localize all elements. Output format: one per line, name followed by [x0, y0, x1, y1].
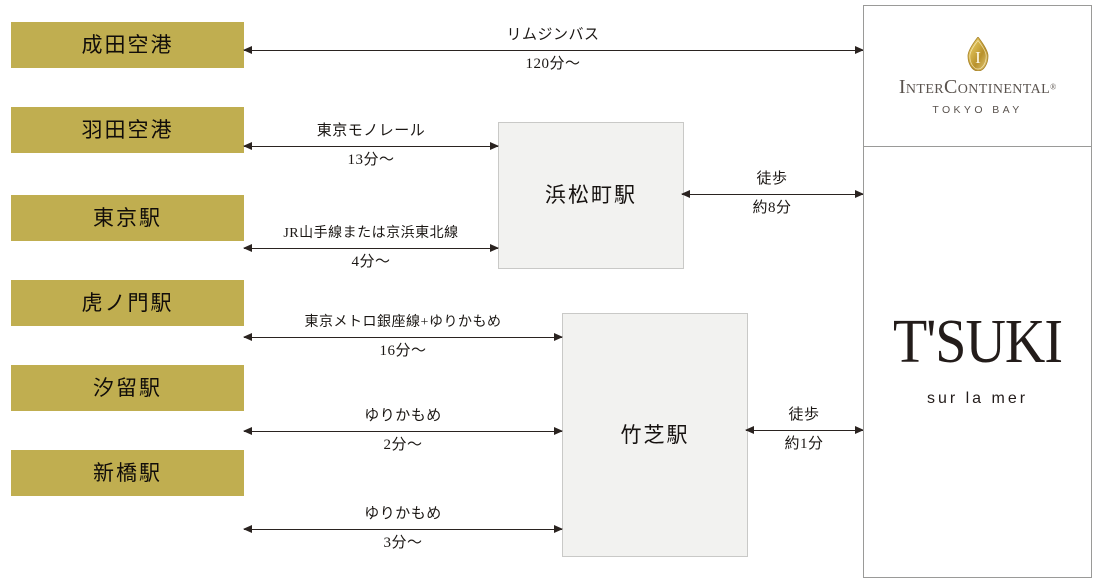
route-arrow-takeshiba-to-tsuki — [745, 425, 864, 434]
origin-label: 新橋駅 — [93, 460, 162, 485]
intercontinental-wordmark: InterContinental® — [899, 77, 1056, 97]
origin-label: 東京駅 — [93, 205, 162, 230]
route-time-haneda-to-hamamatsucho: 13分〜 — [347, 152, 395, 168]
hotel-panel-intercontinental[interactable]: I InterContinental® TOKYO BAY — [863, 5, 1092, 146]
route-mode-toranomon-to-takeshiba: 東京メトロ銀座線+ゆりかもめ — [304, 314, 502, 330]
hub-box-hamamatsucho-station[interactable]: 浜松町駅 — [498, 122, 684, 269]
origin-box-narita-airport[interactable]: 成田空港 — [11, 22, 244, 68]
intercontinental-sublabel: TOKYO BAY — [932, 103, 1023, 116]
svg-text:I: I — [975, 48, 981, 67]
intercontinental-emblem-icon: I — [967, 36, 989, 71]
route-arrow-shiodome-to-takeshiba — [243, 426, 563, 435]
route-time-shimbashi-to-takeshiba: 3分〜 — [383, 535, 423, 551]
route-arrow-hamamatsucho-to-intercontinental — [681, 189, 864, 198]
route-arrow-toranomon-to-takeshiba — [243, 332, 563, 341]
origin-label: 成田空港 — [81, 32, 174, 57]
route-mode-hamamatsucho-to-intercontinental: 徒歩 — [756, 170, 788, 187]
hub-box-takeshiba-station[interactable]: 竹芝駅 — [562, 313, 748, 557]
hotel-panel-tsuki[interactable]: T'SUKI sur la mer — [863, 146, 1092, 578]
route-arrow-tokyo-to-hamamatsucho — [243, 243, 499, 252]
route-time-shiodome-to-takeshiba: 2分〜 — [383, 437, 423, 453]
route-arrow-haneda-to-hamamatsucho — [243, 141, 499, 150]
route-time-narita-to-hotel: 120分〜 — [525, 56, 581, 72]
route-mode-shimbashi-to-takeshiba: ゆりかもめ — [364, 505, 442, 522]
hub-label: 浜松町駅 — [545, 183, 637, 207]
route-mode-takeshiba-to-tsuki: 徒歩 — [788, 406, 820, 423]
origin-box-shiodome-station[interactable]: 汐留駅 — [11, 365, 244, 411]
tsuki-sublabel: sur la mer — [926, 389, 1029, 407]
route-time-takeshiba-to-tsuki: 約1分 — [784, 436, 824, 452]
origin-box-shimbashi-station[interactable]: 新橋駅 — [11, 450, 244, 496]
route-time-tokyo-to-hamamatsucho: 4分〜 — [351, 254, 391, 270]
hub-label: 竹芝駅 — [620, 422, 690, 447]
origin-box-tokyo-station[interactable]: 東京駅 — [11, 195, 244, 241]
origin-label: 羽田空港 — [81, 117, 174, 142]
origin-label: 汐留駅 — [93, 375, 162, 400]
route-arrow-shimbashi-to-takeshiba — [243, 524, 563, 533]
route-mode-haneda-to-hamamatsucho: 東京モノレール — [316, 122, 426, 139]
route-mode-tokyo-to-hamamatsucho: JR山手線または京浜東北線 — [283, 225, 459, 241]
route-mode-shiodome-to-takeshiba: ゆりかもめ — [364, 407, 442, 424]
origin-label: 虎ノ門駅 — [81, 290, 174, 315]
origin-box-haneda-airport[interactable]: 羽田空港 — [11, 107, 244, 153]
route-mode-narita-to-hotel: リムジンバス — [506, 26, 600, 43]
route-time-hamamatsucho-to-intercontinental: 約8分 — [752, 200, 792, 216]
intercontinental-wordmark-text: InterContinental — [898, 75, 1051, 98]
route-time-toranomon-to-takeshiba: 16分〜 — [379, 343, 427, 359]
origin-box-toranomon-station[interactable]: 虎ノ門駅 — [11, 280, 244, 326]
registered-mark-icon: ® — [1050, 81, 1057, 91]
tsuki-wordmark: T'SUKI — [893, 307, 1063, 378]
route-arrow-narita-to-hotel — [243, 45, 864, 54]
